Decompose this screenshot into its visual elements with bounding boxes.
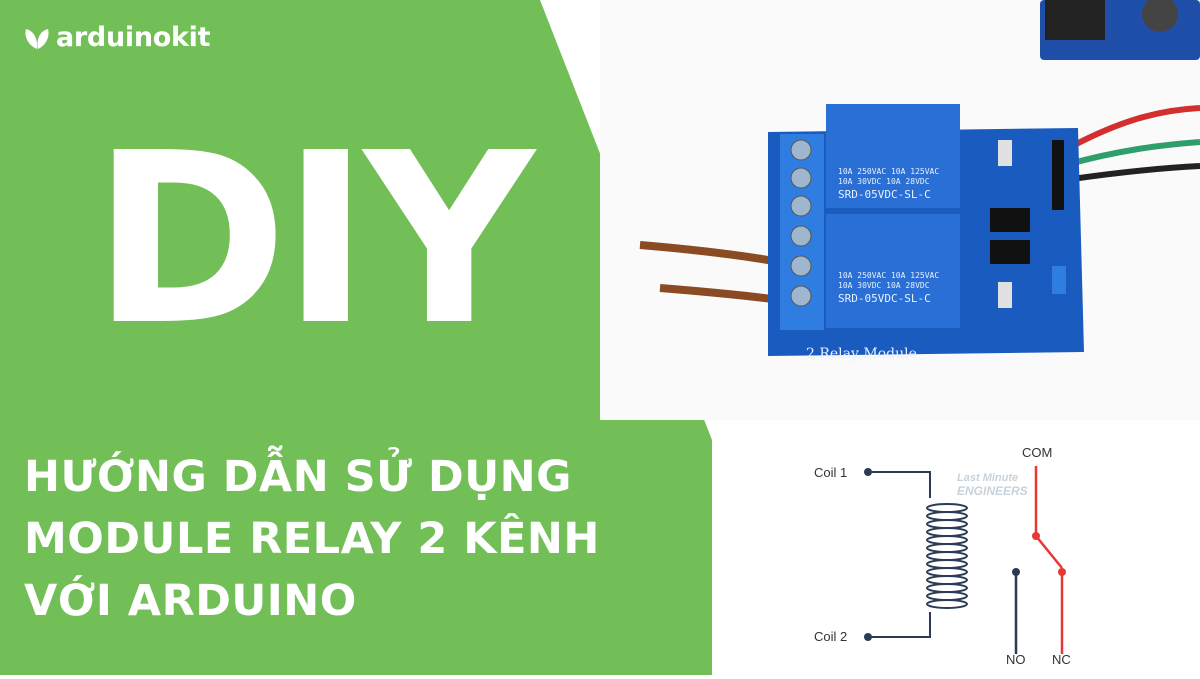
relay1-model: SRD-05VDC-SL-C (838, 188, 931, 201)
brand-logo[interactable]: arduinokit (22, 22, 211, 53)
relay-schematic: Coil 1 Coil 2 COM NO NC Last Minute ENGI… (712, 432, 1200, 675)
coil1-label: Coil 1 (814, 465, 848, 480)
relay1-marking-1: 10A 250VAC 10A 125VAC (838, 167, 939, 176)
board-label: 2 Relay Module (806, 346, 917, 362)
relay-module-photo: 10A 250VAC 10A 125VAC 10A 30VDC 10A 28VD… (600, 0, 1200, 420)
relay2-model: SRD-05VDC-SL-C (838, 292, 931, 305)
subtitle-line: HƯỚNG DẪN SỬ DỤNG (24, 452, 572, 502)
subtitle-line: VỚI ARDUINO (24, 576, 357, 626)
relay2-marking-1: 10A 250VAC 10A 125VAC (838, 271, 939, 280)
brand-name: arduinokit (56, 22, 211, 53)
no-label: NO (1006, 652, 1026, 667)
relay-schematic-drawing (864, 466, 1066, 654)
nc-label: NC (1052, 652, 1071, 667)
subtitle-line: MODULE RELAY 2 KÊNH (24, 514, 600, 564)
hero-title: DIY (92, 102, 535, 377)
relay2-marking-2: 10A 30VDC 10A 28VDC (838, 281, 930, 290)
relay1-marking-2: 10A 30VDC 10A 28VDC (838, 177, 930, 186)
leaf-icon (25, 28, 49, 49)
coil2-label: Coil 2 (814, 629, 848, 644)
com-label: COM (1022, 445, 1053, 460)
watermark-line1: Last Minute (957, 472, 1019, 484)
watermark-line2: ENGINEERS (957, 484, 1028, 498)
subtitle-block: HƯỚNG DẪN SỬ DỤNG MODULE RELAY 2 KÊNH VỚ… (24, 446, 600, 632)
